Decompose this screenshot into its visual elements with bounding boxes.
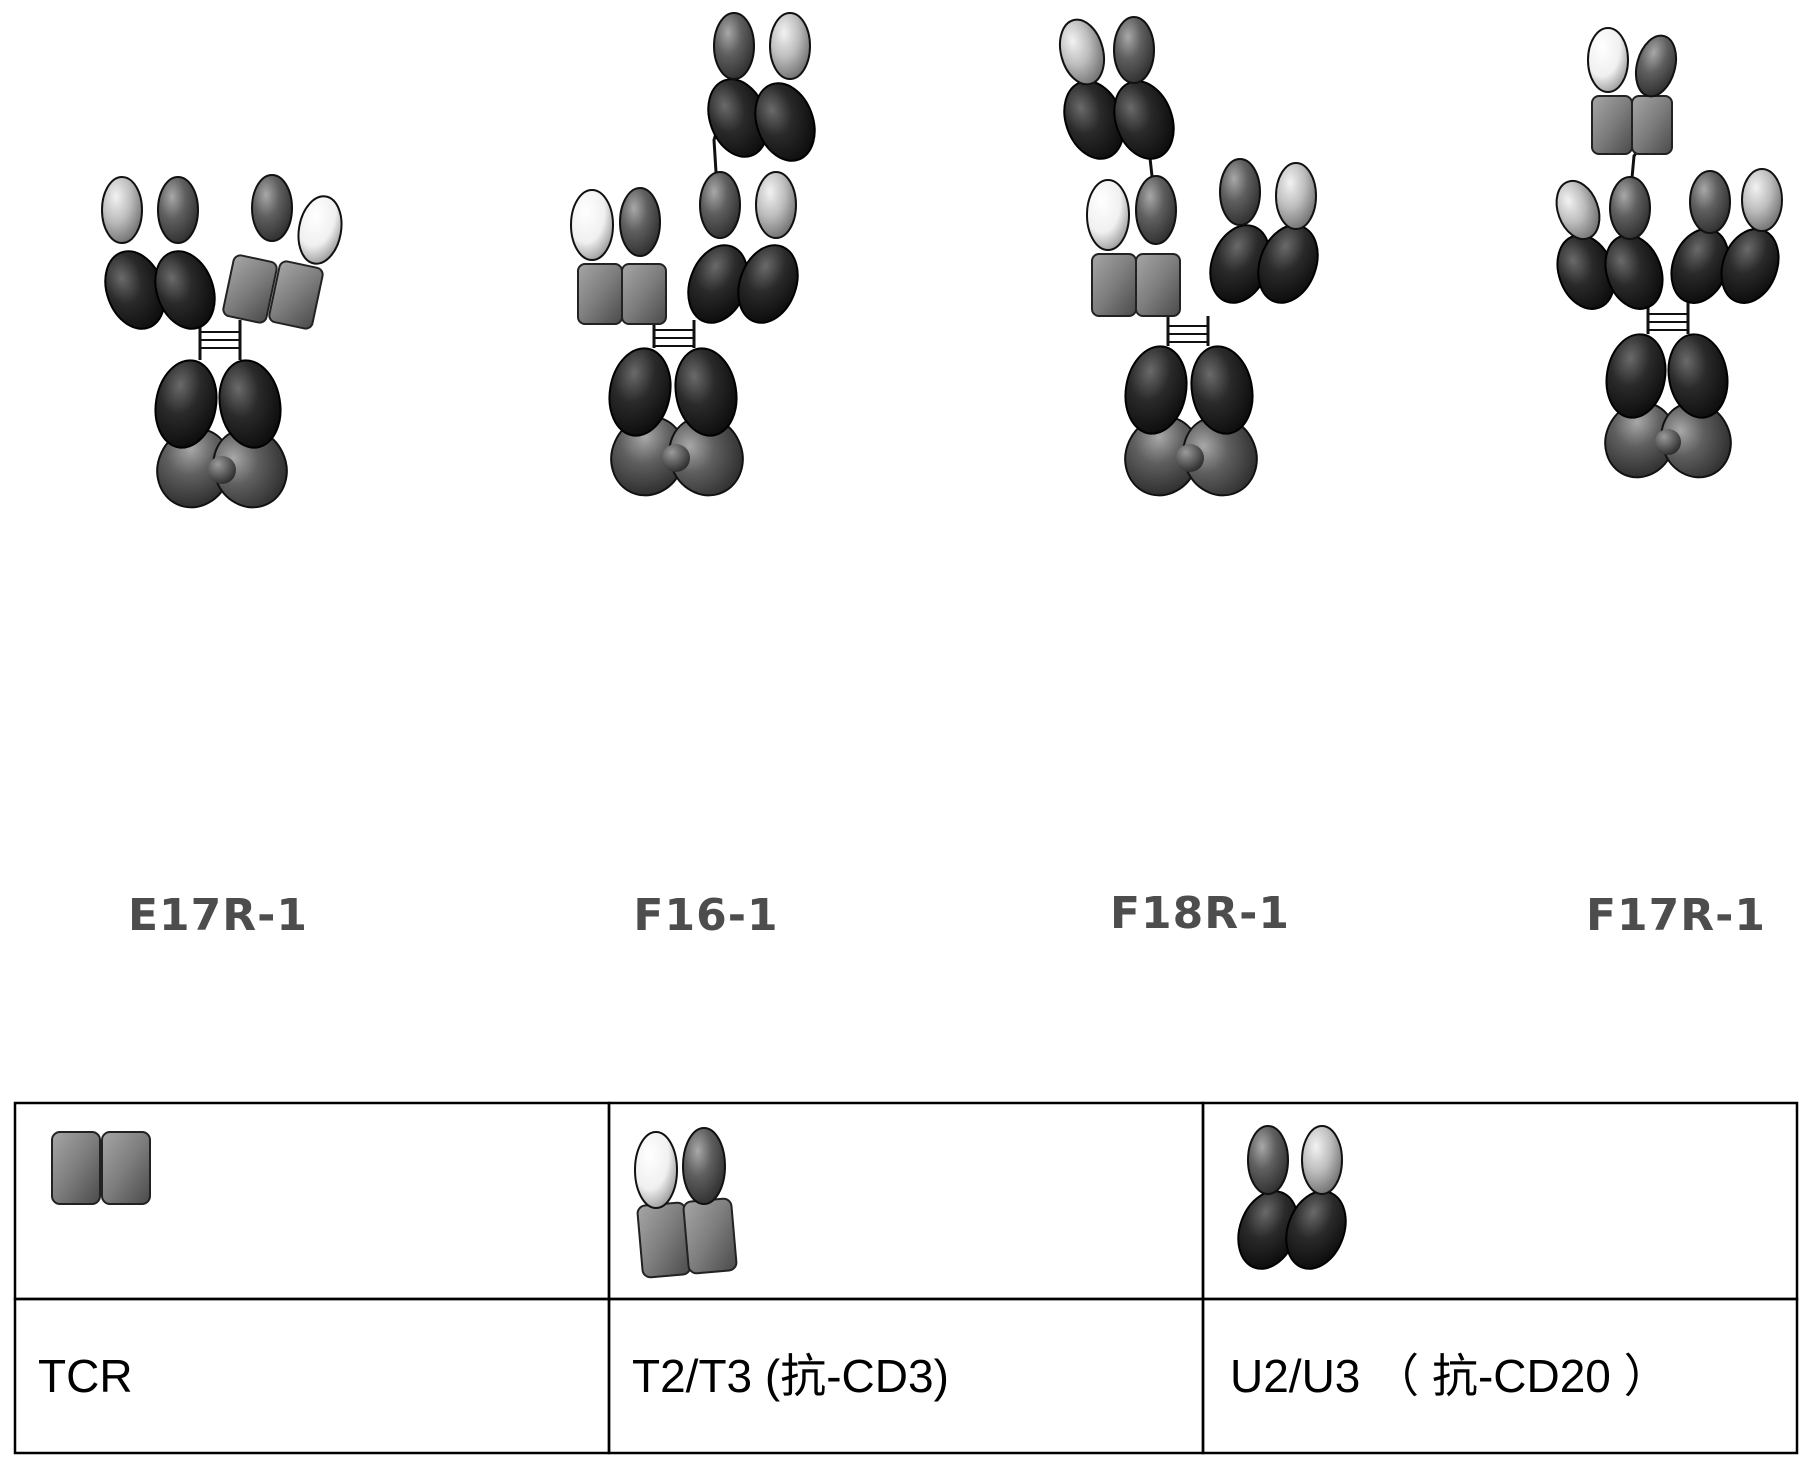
vl-domain — [1587, 27, 1629, 93]
molecule-label: F18R-1 — [1110, 888, 1290, 939]
legend-label-anti-cd3: T2/T3 (抗-CD3) — [632, 1350, 949, 1402]
ch2-domain-left — [1605, 333, 1667, 419]
vh-domain — [699, 171, 741, 239]
vl-domain — [570, 189, 614, 261]
legend-symbol-tcr — [51, 1131, 151, 1205]
cl-domain — [1720, 228, 1780, 304]
ch2-domain-right — [1667, 333, 1729, 419]
ch2-domain-right — [218, 359, 282, 449]
vl-domain — [1058, 18, 1106, 86]
ch2-domain-left — [154, 359, 218, 449]
legend-symbol-anti-cd3 — [634, 1127, 738, 1279]
vh-domain — [1135, 175, 1177, 245]
vh-domain — [157, 176, 199, 244]
vh-domain — [1113, 16, 1155, 84]
knob-hole-dot — [1176, 444, 1204, 472]
tcr-domain — [577, 263, 623, 325]
legend-label-tcr: TCR — [38, 1350, 133, 1402]
vh-domain — [251, 174, 293, 242]
vh-domain — [713, 12, 755, 80]
tcr-domain — [1591, 95, 1633, 155]
tcr-domain — [1135, 253, 1181, 317]
tcr-domain — [1631, 95, 1673, 155]
cl-domain — [754, 82, 816, 162]
molecule-f18r-1 — [1058, 16, 1319, 497]
tcr-domain — [621, 263, 667, 325]
molecule-label: E17R-1 — [128, 890, 308, 941]
vl-domain — [297, 195, 343, 265]
legend-label-anti-cd20: U2/U3 （ 抗-CD20 ） — [1230, 1350, 1670, 1402]
molecule-f16-1 — [570, 12, 816, 497]
vl-domain — [769, 12, 811, 80]
molecule-f17r-1 — [1555, 27, 1783, 479]
vl-domain — [1275, 162, 1317, 230]
vh-domain — [1689, 170, 1731, 234]
ch1-domain — [154, 250, 216, 330]
tcr-domain — [1091, 253, 1137, 317]
tcr-domain — [268, 260, 324, 330]
ch2-domain-left — [1124, 345, 1188, 435]
molecule-label: F16-1 — [633, 890, 778, 941]
vh-domain — [1634, 34, 1678, 98]
legend-symbol-anti-cd20 — [1237, 1125, 1347, 1270]
vl-domain — [1741, 168, 1783, 232]
vh-domain — [619, 187, 661, 257]
tcr-domain — [222, 254, 278, 324]
cl-domain — [737, 244, 799, 324]
vh-domain — [1219, 158, 1261, 226]
ch2-domain-right — [674, 347, 738, 437]
molecule-e17r-1 — [101, 174, 343, 509]
legend-cell — [1201, 1297, 1799, 1455]
vl-domain — [101, 176, 143, 244]
ch2-domain-right — [1190, 345, 1254, 435]
knob-hole-dot — [662, 444, 690, 472]
vh-domain — [1609, 176, 1651, 240]
knob-hole-dot — [1655, 429, 1681, 455]
vl-domain — [1555, 179, 1601, 241]
molecule-label: F17R-1 — [1586, 890, 1766, 941]
vl-domain — [1086, 179, 1130, 251]
legend-table: TCR T2/T3 (抗-CD3) U2/U3 （ 抗-CD20 ） — [13, 1101, 1799, 1455]
knob-hole-dot — [208, 456, 236, 484]
ch2-domain-left — [608, 347, 672, 437]
vl-domain — [755, 171, 797, 239]
